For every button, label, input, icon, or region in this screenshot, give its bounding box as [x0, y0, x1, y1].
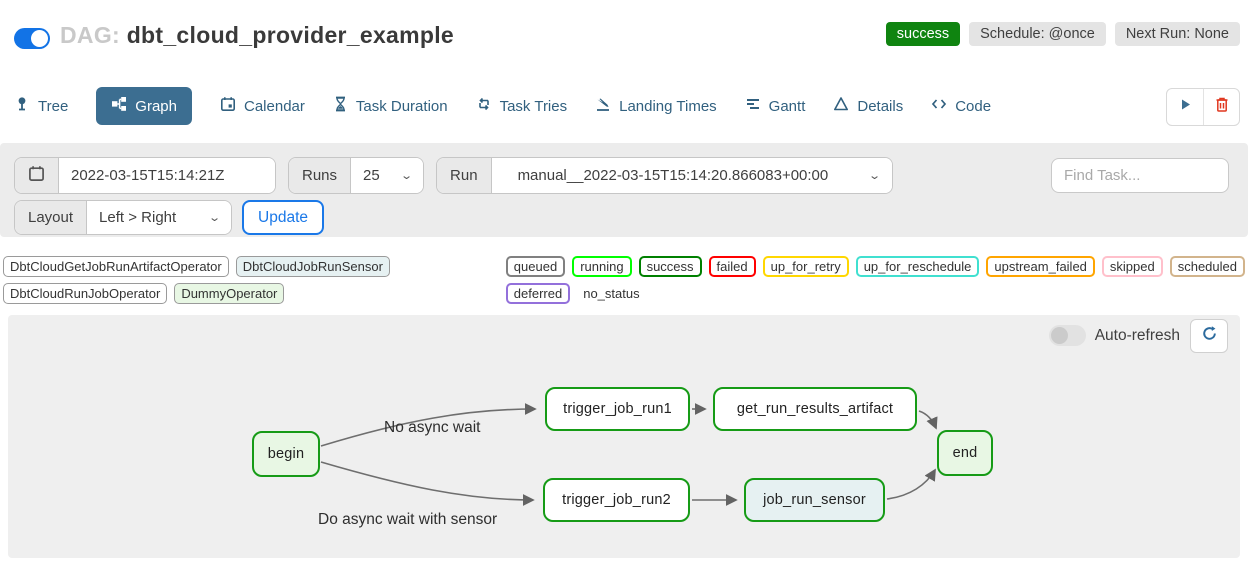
- play-icon: [1178, 97, 1193, 117]
- run-group: Run manual__2022-03-15T15:14:20.866083+0…: [436, 157, 893, 194]
- dag-name: dbt_cloud_provider_example: [126, 22, 455, 48]
- tab-gantt[interactable]: Gantt: [745, 96, 805, 116]
- page-title: DAG: dbt_cloud_provider_example: [60, 22, 454, 49]
- find-task-input[interactable]: [1051, 158, 1229, 193]
- chevron-down-icon: ⌄: [868, 170, 882, 182]
- base-date-input[interactable]: [59, 158, 275, 193]
- graph-edges: [320, 403, 938, 506]
- calendar-icon: [220, 96, 236, 116]
- gantt-icon: [745, 96, 761, 116]
- run-label: Run: [437, 158, 492, 193]
- auto-refresh-toggle[interactable]: [1048, 325, 1086, 346]
- dag-prefix-label: DAG:: [60, 22, 120, 48]
- graph-node-get_run_results_artifact[interactable]: get_run_results_artifact: [713, 387, 917, 431]
- trash-icon: [1214, 96, 1230, 118]
- tab-calendar[interactable]: Calendar: [220, 96, 305, 116]
- operator-legend-badge[interactable]: DbtCloudRunJobOperator: [3, 283, 168, 304]
- tab-tree[interactable]: Tree: [14, 96, 68, 116]
- graph-icon: [111, 96, 127, 116]
- operator-legend-badge[interactable]: DbtCloudGetJobRunArtifactOperator: [3, 256, 229, 277]
- status-legend-badge[interactable]: running: [572, 256, 632, 277]
- status-legend-badge[interactable]: queued: [505, 256, 566, 277]
- calendar-icon: [28, 165, 45, 187]
- dag-header: DAG: dbt_cloud_provider_example success …: [0, 0, 1248, 70]
- status-legend-badge[interactable]: up_for_retry: [762, 256, 849, 277]
- graph-node-job_run_sensor[interactable]: job_run_sensor: [744, 478, 885, 522]
- repeat-icon: [476, 96, 492, 116]
- tab-details[interactable]: Details: [833, 96, 903, 116]
- operator-legend-badge[interactable]: DummyOperator: [174, 283, 285, 304]
- landing-icon: [595, 96, 611, 116]
- status-legend-badge[interactable]: scheduled: [1169, 256, 1245, 277]
- chevron-down-icon: ⌄: [399, 170, 413, 182]
- tab-graph[interactable]: Graph: [96, 87, 192, 125]
- edge-label: Do async wait with sensor: [318, 511, 498, 528]
- graph-node-end[interactable]: end: [937, 430, 993, 476]
- layout-group: Layout Left > Right ⌄: [14, 200, 233, 235]
- refresh-icon: [1201, 325, 1218, 347]
- status-legend-badge[interactable]: failed: [708, 256, 756, 277]
- tab-landing-times[interactable]: Landing Times: [595, 96, 717, 116]
- graph-node-trigger_job_run2[interactable]: trigger_job_run2: [543, 478, 690, 522]
- graph-panel: Auto-refresh begin trigger_job_run1 get_ru…: [8, 315, 1240, 558]
- auto-refresh-label: Auto-refresh: [1094, 326, 1180, 344]
- runs-label: Runs: [289, 158, 352, 193]
- layout-label: Layout: [15, 201, 88, 234]
- filter-panel: Runs 25 ⌄ Run manual__2022-03-15T15:14:2…: [0, 143, 1248, 237]
- base-date-group: [14, 157, 276, 194]
- tab-task-duration[interactable]: Task Duration: [333, 96, 448, 116]
- trigger-dag-button[interactable]: [1167, 89, 1203, 125]
- dag-pause-toggle[interactable]: [14, 28, 50, 49]
- status-legend-badge[interactable]: success: [638, 256, 702, 277]
- code-icon: [931, 96, 947, 116]
- status-legend-badge[interactable]: up_for_reschedule: [855, 256, 980, 277]
- edge-label: No async wait: [384, 419, 481, 436]
- runs-group: Runs 25 ⌄: [288, 157, 425, 194]
- view-tabs: Tree Graph Calendar Task Duration Task T…: [14, 86, 991, 126]
- operator-legend-badge[interactable]: DbtCloudJobRunSensor: [235, 256, 390, 277]
- pin-icon: [14, 96, 30, 116]
- graph-node-begin[interactable]: begin: [252, 431, 320, 477]
- tab-code[interactable]: Code: [931, 96, 991, 116]
- chevron-down-icon: ⌄: [207, 212, 221, 224]
- graph-node-trigger_job_run1[interactable]: trigger_job_run1: [545, 387, 690, 431]
- delete-dag-button[interactable]: [1203, 89, 1239, 125]
- status-legend-badge[interactable]: skipped: [1101, 256, 1163, 277]
- calendar-picker-button[interactable]: [15, 158, 59, 193]
- triangle-icon: [833, 96, 849, 116]
- status-legend-badge[interactable]: deferred: [505, 283, 571, 304]
- refresh-button[interactable]: [1190, 319, 1228, 353]
- hourglass-icon: [333, 96, 348, 116]
- status-legend-badge: no_status: [583, 286, 640, 301]
- dag-status-badge: success: [885, 22, 961, 46]
- update-button[interactable]: Update: [242, 200, 325, 235]
- run-select[interactable]: manual__2022-03-15T15:14:20.866083+00:00…: [491, 158, 892, 193]
- status-legend: queued running success failed up_for_retry up…: [505, 256, 1245, 304]
- status-legend-badge[interactable]: upstream_failed: [986, 256, 1095, 277]
- tab-task-tries[interactable]: Task Tries: [476, 96, 567, 116]
- layout-select[interactable]: Left > Right ⌄: [87, 201, 232, 234]
- schedule-badge: Schedule: @once: [969, 22, 1106, 46]
- next-run-badge: Next Run: None: [1114, 22, 1240, 46]
- dag-action-buttons: [1166, 88, 1240, 126]
- runs-select[interactable]: 25 ⌄: [351, 158, 424, 193]
